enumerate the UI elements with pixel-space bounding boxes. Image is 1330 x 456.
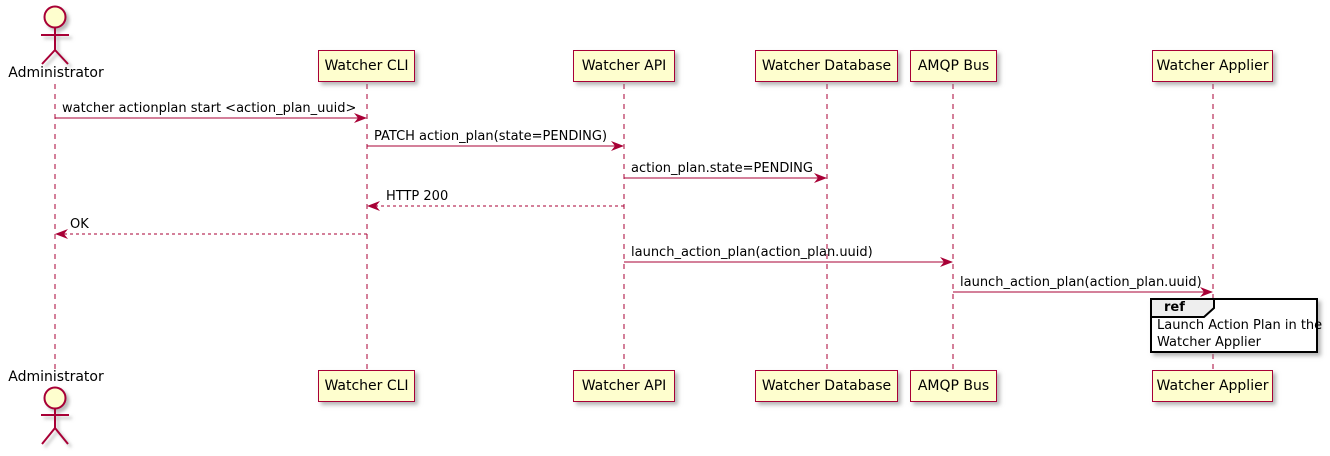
message-label-7: launch_action_plan(action_plan.uuid) [960,275,1202,290]
actor-label-administrator-top: Administrator [8,65,104,81]
message-label-3: action_plan.state=PENDING [631,161,813,176]
arrowhead-right-icon [940,257,953,267]
participant-box-watcher-api-top: Watcher API [573,50,675,82]
ref-tab-label: ref [1164,300,1185,315]
actor-figure-top [41,5,69,65]
message-label-2: PATCH action_plan(state=PENDING) [374,129,608,144]
message-arrows [55,113,1213,297]
message-label-6: launch_action_plan(action_plan.uuid) [631,245,873,260]
actor-figure-bottom [41,386,69,445]
arrowhead-left-icon [367,201,380,211]
ref-body-text: Launch Action Plan in the Watcher Applie… [1157,317,1322,351]
lifelines [54,84,1214,370]
participant-box-watcher-database-top: Watcher Database [755,50,898,82]
arrowhead-right-icon [814,173,827,183]
participant-box-amqp-bus-bottom: AMQP Bus [910,370,997,402]
participant-box-watcher-database-bottom: Watcher Database [755,370,898,402]
message-label-4: HTTP 200 [386,189,449,204]
arrowhead-right-icon [1200,287,1213,297]
participant-box-watcher-cli-top: Watcher CLI [318,50,415,82]
participant-box-watcher-applier-top: Watcher Applier [1152,50,1273,82]
arrowhead-left-icon [55,229,68,239]
ref-body-line-2: Watcher Applier [1157,335,1261,350]
message-label-1: watcher actionplan start <action_plan_uu… [62,101,357,116]
arrowhead-right-icon [611,141,624,151]
arrowhead-right-icon [354,113,367,123]
participant-box-watcher-api-bottom: Watcher API [573,370,675,402]
ref-tab-shape [1150,298,1215,318]
participant-box-watcher-applier-bottom: Watcher Applier [1152,370,1273,402]
message-label-5: OK [70,217,89,232]
participant-box-watcher-cli-bottom: Watcher CLI [318,370,415,402]
participant-box-amqp-bus-top: AMQP Bus [910,50,997,82]
ref-fragment: ref Launch Action Plan in the Watcher Ap… [1150,298,1322,353]
ref-body-line-1: Launch Action Plan in the [1157,318,1323,333]
actor-label-administrator-bottom: Administrator [8,369,104,385]
